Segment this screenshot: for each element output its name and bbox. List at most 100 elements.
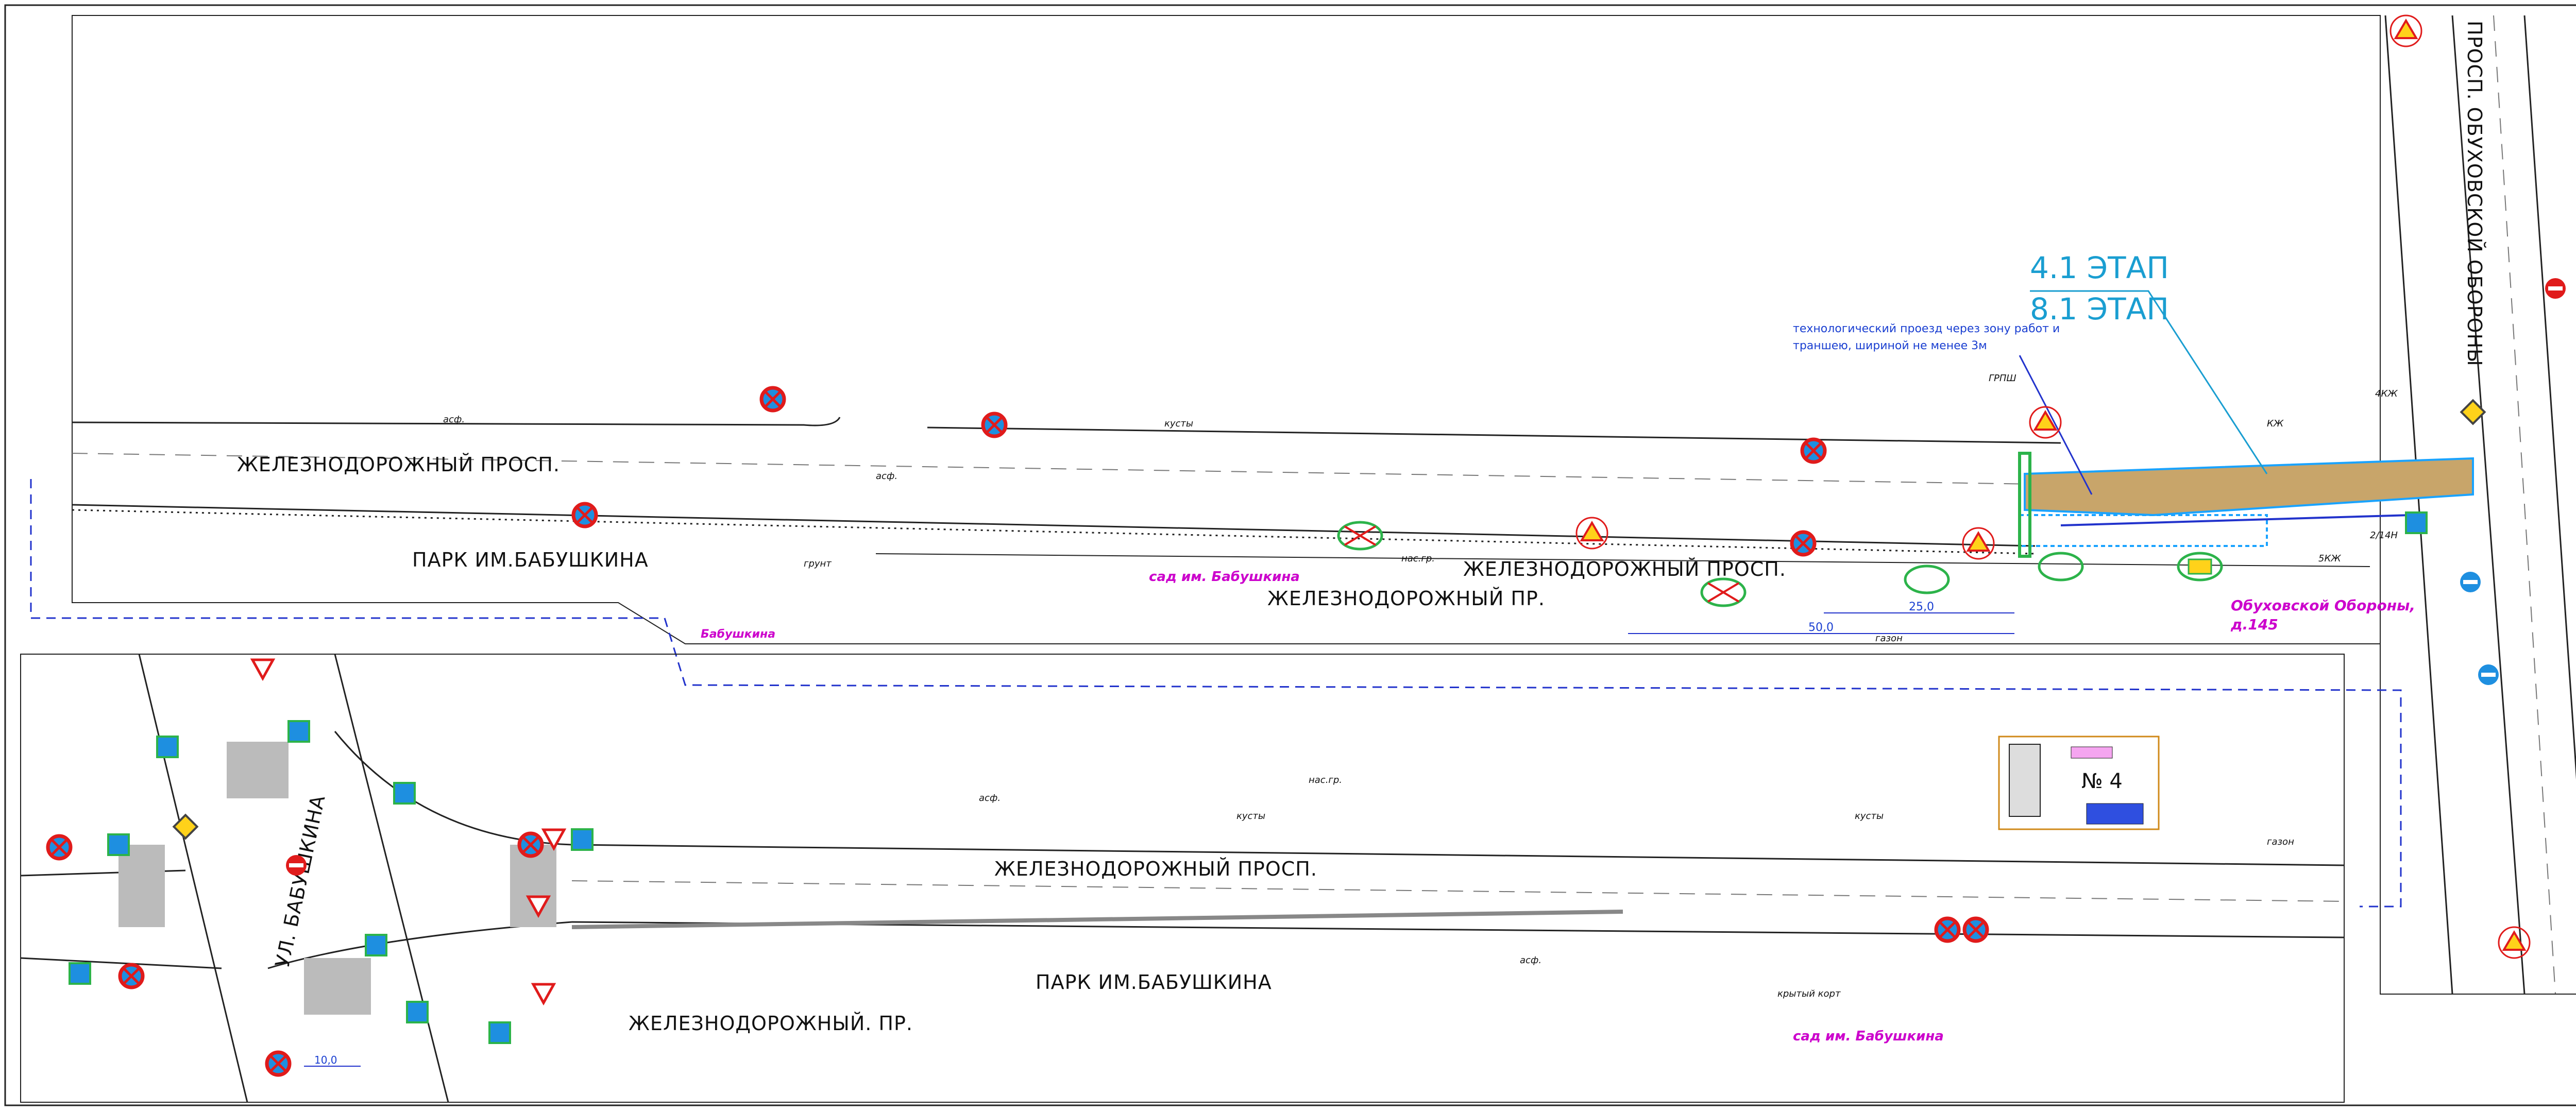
obukhov-road [2380,15,2576,995]
bottom-block-outline [20,654,2345,1103]
obukhov-edge-1 [2384,15,2453,995]
obukhov-edge-3 [2523,15,2576,780]
note-line-1: технологический проезд через зону работ … [1793,322,2060,335]
no-stopping-sign-5 [1790,530,1817,557]
crosswalks [118,742,556,1015]
fence-left [2018,452,2031,558]
road-edge-north-2 [927,426,2061,444]
label-kzh4: 4КЖ [2375,388,2398,399]
label-grunt: грунт [804,558,832,569]
label-nasgr-1: нас.гр. [1309,775,1342,785]
street-rail-pr-top: ЖЕЛЕЗНОДОРОЖНЫЙ ПР. [1267,587,1545,610]
street-rail-pr-bottom: ЖЕЛЕЗНОДОРОЖНЫЙ. ПР. [629,1012,913,1035]
crossing-sign-2 [287,720,310,743]
roadwork-sign-3 [2389,14,2422,47]
label-kusty-3: кусты [1855,811,1884,822]
no-stopping-sign-8 [46,834,73,861]
street-park-top: ПАРК ИМ.БАБУШКИНА [412,549,649,571]
road-edge-south [72,504,2036,547]
note-line-2: траншею, шириной не менее 3м [1793,339,1987,352]
no-stopping-sign-3 [981,412,1008,438]
bottom-curb [571,910,1623,929]
give-way-sign-4 [250,658,276,681]
label-kzh: КЖ [2267,418,2284,429]
crossing-sign-5 [107,833,130,856]
obukhov-lane [2493,15,2556,995]
stage-line-2: 8.1 ЭТАП [2030,292,2169,327]
priority-sign-1 [172,813,199,840]
crossing-sign-8 [488,1021,511,1044]
no-stopping-sign-1 [759,386,786,413]
obukhov-frame [2380,644,2576,995]
give-way-sign-2 [526,895,551,918]
no-entry-sign-1 [2545,278,2566,299]
label-grpsh: ГРПШ [1989,373,2016,384]
crossing-sign-6 [69,962,91,985]
detour-line [2060,514,2412,526]
label-nezh: 2/14Н [2370,530,2398,541]
crossing-sign-4 [571,828,594,851]
crossing-sign-10 [2405,511,2428,534]
road-centerline [72,453,2036,485]
label-gazon-2: газон [2267,836,2294,847]
sheet-frame [4,4,2576,1106]
garden-bottom: сад им. Бабушкина [1793,1029,1944,1044]
priority-sign-2 [2460,399,2486,425]
label-kusty-2: кусты [1236,811,1265,822]
no-entry-sign-4 [2478,664,2499,685]
street-babushkina: УЛ. БАБУШКИНА [271,793,330,969]
street-rail-prosp-bottom: ЖЕЛЕЗНОДОРОЖНЫЙ ПРОСП. [994,858,1317,880]
top-block-outline [72,15,2381,644]
babushkina-curve-1 [334,731,572,846]
note-leader [2019,355,2093,495]
label-asf-4: асф. [1520,955,1541,966]
dim-10: 10,0 [314,1054,337,1066]
crossing-sign-3 [393,782,416,805]
street-obukhov: ПРОСП. ОБУХОВСКОЙ ОБОРОНЫ [2463,21,2486,367]
address-line-2: д.145 [2230,616,2278,633]
roadwork-sign-1 [1575,517,1608,550]
crossing-sign-9 [406,1001,429,1023]
no-stopping-sign-2 [571,502,598,528]
give-way-sign-3 [531,983,556,1006]
work-zone-fill [2024,457,2474,517]
top-section [72,15,2381,644]
street-park-bottom: ПАРК ИМ.БАБУШКИНА [1036,971,1272,994]
garden-top: сад им. Бабушкина [1149,569,1300,585]
street-rail-prosp-top-mid: ЖЕЛЕЗНОДОРОЖНЫЙ ПРОСП. [1463,558,1786,580]
label-asf-1: асф. [876,471,897,482]
no-entry-sign-2 [286,855,307,876]
babushkina-west-2 [20,957,222,969]
no-stopping-sign-7 [1962,916,1989,943]
signs [46,14,2566,1077]
cancelled-sign-5 [2177,552,2223,582]
building-4-block [2009,744,2041,817]
no-stopping-sign-10 [265,1050,292,1077]
no-stopping-sign-9 [118,963,145,989]
stage-leader [2030,290,2268,474]
cancelled-sign-4 [2038,552,2084,582]
roadwork-sign-2 [2029,406,2062,439]
crosswalk-3 [304,958,371,1015]
building-4-pink [2071,746,2113,759]
no-stopping-sign-4 [1800,437,1827,464]
cancelled-sign-3 [1904,565,1950,594]
building-4-blue [2086,803,2144,825]
work-zone [2018,452,2474,558]
stage-line-1: 4.1 ЭТАП [2030,250,2169,285]
park-fence [72,509,2036,555]
covered-court: крытый корт [1777,988,1841,999]
babushkina-small: Бабушкина [701,628,775,641]
no-entry-sign-3 [2460,572,2481,592]
site-boundary [30,479,2402,908]
label-nasgr-2: нас.гр. [1401,553,1435,564]
lane-line [875,553,2370,567]
crosswalk-1 [227,742,289,798]
no-stopping-sign-6 [1934,916,1961,943]
cancelled-sign-1 [1337,521,1383,551]
label-kusty-1: кусты [1164,418,1193,429]
babushkina-edge-1 [138,654,248,1103]
give-way-sign-1 [541,828,567,851]
roadwork-sign-4 [2498,926,2531,959]
